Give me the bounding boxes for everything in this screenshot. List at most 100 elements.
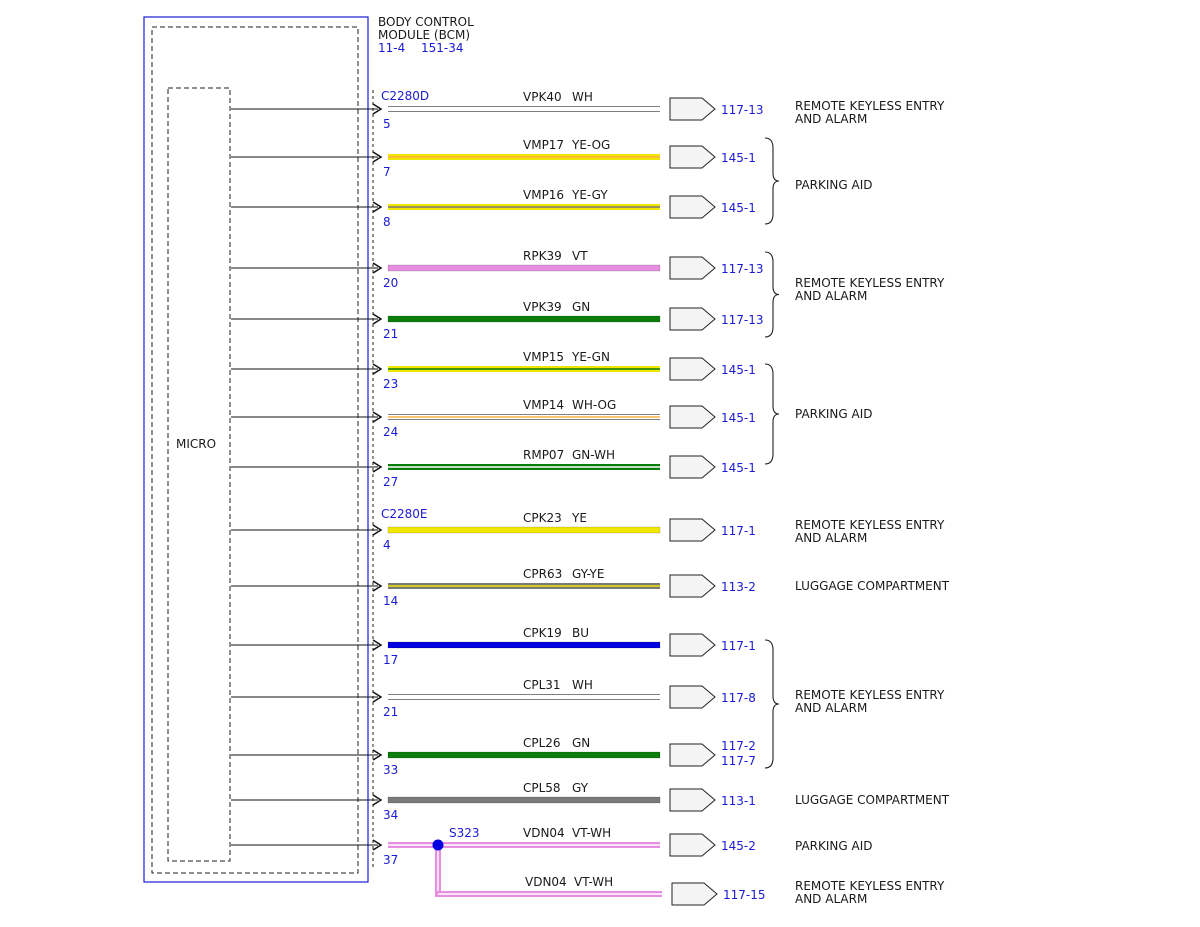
page-reference-link[interactable]: 117-15 [723,888,766,902]
module-ref-1[interactable]: 11-4 [378,41,405,55]
connector-terminal-icon [671,882,718,906]
connector-terminal-icon [669,633,716,657]
connector-c2280e-label[interactable]: C2280E [381,507,428,521]
wire-segment [388,642,660,648]
connector-c2280d-label[interactable]: C2280D [381,89,429,103]
page-reference-link[interactable]: 117-7 [721,754,756,768]
circuit-label: VDN04 [523,826,565,840]
micro-dashed-box [167,87,231,862]
bcm-module-outline [143,16,369,883]
wire-outline [387,641,661,649]
wire-color-label: VT [572,249,588,263]
page-reference-link[interactable]: 113-1 [721,794,756,808]
connector-terminal-icon [669,195,716,219]
circuit-label: VMP14 [523,398,564,412]
circuit-label: VPK39 [523,300,562,314]
circuit-label: CPK23 [523,511,562,525]
pin-number: 24 [383,425,398,439]
connector-terminal-icon [669,256,716,280]
pin-number: 17 [383,653,398,667]
pin-number: 20 [383,276,398,290]
circuit-label: RPK39 [523,249,562,263]
wire-color-label: GY [572,781,589,795]
wire-color-label: YE-GN [571,350,610,364]
circuit-label: VMP16 [523,188,564,202]
wire-color-label: BU [572,626,589,640]
pin-arrow-icon [372,524,383,536]
pin-number: 27 [383,475,398,489]
connector-terminal-icon [669,455,716,479]
destination-label: REMOTE KEYLESS ENTRY [795,688,945,702]
wire-outline [387,315,661,323]
destination-label: PARKING AID [795,839,873,853]
page-reference-link[interactable]: 117-13 [721,313,764,327]
page-reference-link[interactable]: 113-2 [721,580,756,594]
group-brace [764,137,780,225]
page-reference-link[interactable]: 117-13 [721,103,764,117]
page-reference-link[interactable]: 145-2 [721,839,756,853]
bcm-inner-dashed-outline [151,26,359,874]
pin-number: 37 [383,853,398,867]
pin-arrow-icon [372,201,383,213]
module-ref-2[interactable]: 151-34 [421,41,464,55]
destination-label: AND ALARM [795,531,867,545]
pin-number: 33 [383,763,398,777]
destination-label: LUGGAGE COMPARTMENT [795,793,950,807]
wire-segment [388,752,660,758]
connector-terminal-icon [669,743,716,767]
pin-arrow-icon [372,461,383,473]
pin-number: 8 [383,215,391,229]
group-brace [764,639,780,769]
pin-number: 21 [383,327,398,341]
circuit-label: CPL31 [523,678,561,692]
circuit-label: VMP17 [523,138,564,152]
page-reference-link[interactable]: 145-1 [721,151,756,165]
destination-label: REMOTE KEYLESS ENTRY [795,99,945,113]
wire-segment [388,316,660,322]
wire-outline [387,796,661,804]
circuit-row: 37 VDN04 VT-WH 145-2 [231,826,756,867]
page-reference-link[interactable]: 117-1 [721,639,756,653]
module-title-line1: BODY CONTROL [378,15,474,29]
connector-terminal-icon [669,405,716,429]
connector-terminal-icon [669,145,716,169]
page-reference-link[interactable]: 145-1 [721,201,756,215]
wire-color-label: YE [571,511,587,525]
page-reference-link[interactable]: 117-1 [721,524,756,538]
connector-terminal-icon [669,788,716,812]
page-reference-link[interactable]: 117-2 [721,739,756,753]
destination-label: PARKING AID [795,407,873,421]
circuit-label: CPR63 [523,567,562,581]
pin-number: 14 [383,594,398,608]
pin-number: 34 [383,808,398,822]
wire-segment [388,527,660,533]
circuit-label: CPL26 [523,736,561,750]
wire-segment [388,265,660,271]
page-reference-link[interactable]: 145-1 [721,461,756,475]
splice-s323-label[interactable]: S323 [449,826,480,840]
pin-arrow-icon [372,691,383,703]
pin-arrow-icon [372,839,383,851]
page-reference-link[interactable]: 117-8 [721,691,756,705]
wire-color-label: WH-OG [572,398,616,412]
group-brace [764,363,780,465]
pin-number: 21 [383,705,398,719]
circuit-label: CPK19 [523,626,562,640]
page-reference-link[interactable]: 145-1 [721,411,756,425]
wire-color-label: VT-WH [572,826,611,840]
pin-number: 23 [383,377,398,391]
pin-number: 7 [383,165,391,179]
page-reference-link[interactable]: 117-13 [721,262,764,276]
connector-terminal-icon [669,833,716,857]
destination-label: AND ALARM [795,289,867,303]
page-reference-link[interactable]: 145-1 [721,363,756,377]
